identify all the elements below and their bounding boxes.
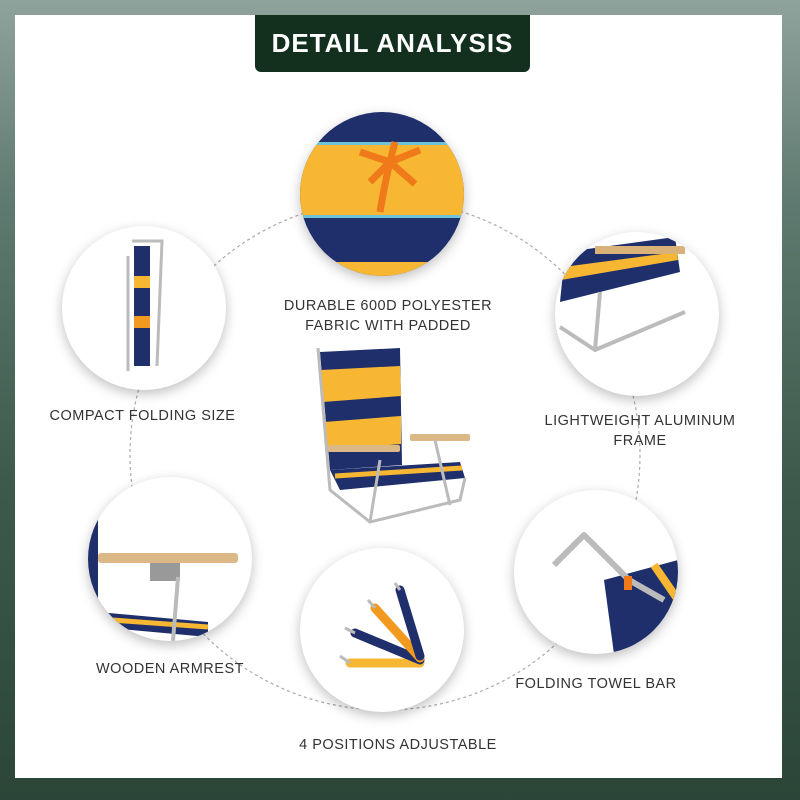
page-title-banner: DETAIL ANALYSIS [255, 15, 530, 72]
feature-label-towel-bar: FOLDING TOWEL BAR [515, 676, 677, 692]
beach-chair-main-image [300, 340, 490, 530]
feature-label-positions: 4 POSITIONS ADJUSTABLE [299, 737, 497, 753]
feature-label-folding: COMPACT FOLDING SIZE [49, 408, 236, 424]
wooden-armrest-image [88, 477, 252, 641]
towel-bar-image [514, 490, 678, 654]
page-title: DETAIL ANALYSIS [271, 28, 514, 58]
feature-label-armrest: WOODEN ARMREST [96, 661, 244, 677]
compact-folding-image [62, 226, 226, 390]
aluminum-frame-image [555, 232, 719, 396]
fabric-detail-image [300, 112, 464, 276]
positions-adjustable-image [300, 548, 464, 712]
